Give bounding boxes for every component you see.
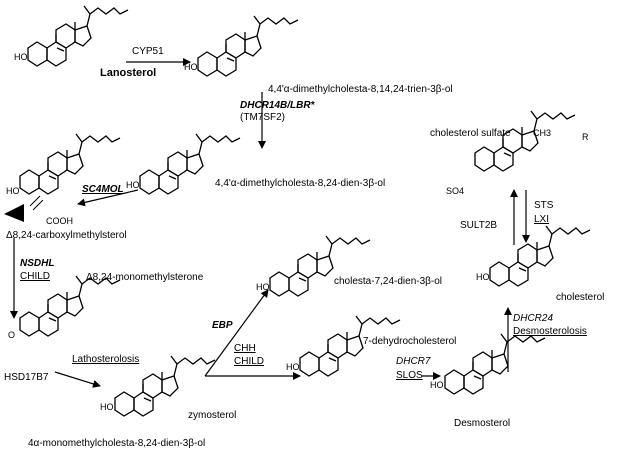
enzyme-dhcr7: DHCR7 <box>396 356 431 367</box>
atom-cooh: COOH <box>46 216 73 226</box>
enzyme-sts: STS <box>534 200 554 211</box>
cholesta724-structure <box>269 235 371 297</box>
enzyme-tm7sf2: (TM7SF2) <box>240 112 285 123</box>
cholesterol-sulfate-label: cholesterol sulfate <box>430 128 511 139</box>
atom-so4: SO4 <box>446 186 465 196</box>
enzyme-sc4mol: SC4MOL <box>82 184 124 195</box>
arrow-sc4mol <box>77 189 139 207</box>
desmosterol-label: Desmosterol <box>454 418 511 429</box>
stereo-wedge <box>4 204 24 222</box>
enzyme-nsdhl: NSDHL <box>20 258 55 269</box>
desmosterol-structure <box>444 333 546 395</box>
cholesterol-sulfate-structure <box>474 110 576 172</box>
enzyme-dhcr14b: DHCR14B/LBR* <box>240 100 315 111</box>
enzyme-cyp51: CYP51 <box>132 46 164 57</box>
atom-ho: HO <box>430 380 444 390</box>
atom-ch3: CH3 <box>533 128 552 138</box>
atom-ho: HO <box>6 186 20 196</box>
disorder-slos: SLOS <box>396 370 423 381</box>
arrow-ebp <box>204 289 269 377</box>
atom-ho: HO <box>184 62 198 72</box>
trienol-structure <box>197 15 299 77</box>
disorder-child-2: CHILD <box>234 356 265 367</box>
enzyme-sult2b: SULT2B <box>460 220 498 231</box>
monomethyldienol-label: 4α-monomethylcholesta-8,24-dien-3β-ol <box>28 438 206 449</box>
cholesta724-label: cholesta-7,24-dien-3β-ol <box>334 276 443 287</box>
disorder-chh: CHH <box>234 343 256 354</box>
lanosterol-label: Lanosterol <box>100 67 157 79</box>
disorder-child-1: CHILD <box>20 271 51 282</box>
lanosterol-structure <box>27 5 129 67</box>
disorder-lxi: LXI <box>534 214 550 225</box>
zymosterol-label: zymosterol <box>188 410 237 421</box>
atom-o: O <box>8 330 16 340</box>
hash-bond <box>29 195 41 207</box>
dhc7-label: 7-dehydrocholesterol <box>363 336 457 347</box>
dienol-label: 4,4'α-dimethylcholesta-8,24-dien-3β-ol <box>215 178 386 189</box>
atom-ho: HO <box>14 52 28 62</box>
enzyme-dhcr24: DHCR24 <box>513 313 554 324</box>
atom-r: R <box>582 132 589 142</box>
disorder-desmosterolosis: Desmosterolosis <box>513 326 587 337</box>
atom-ho: HO <box>256 282 270 292</box>
arrow-hsd17b7 <box>54 371 101 388</box>
atom-ho: HO <box>126 180 140 190</box>
monomethylsterone-structure <box>19 275 121 337</box>
atom-ho: HO <box>286 362 300 372</box>
cholesterol-label: cholesterol <box>556 292 605 303</box>
carboxymethylsterol-label: Δ8,24-carboxylmethylsterol <box>6 230 127 241</box>
disorder-lathosterolosis: Lathosterolosis <box>72 354 140 365</box>
cholesterol-structure <box>489 225 591 287</box>
monomethylsterone-label: Δ8,24-monomethylsterone <box>86 272 204 283</box>
zymosterol-structure <box>114 355 216 417</box>
trienol-label: 4,4'α-dimethylcholesta-8,14,24-trien-3β-… <box>268 84 453 95</box>
atom-ho: HO <box>100 402 114 412</box>
enzyme-hsd17b7: HSD17B7 <box>4 372 49 383</box>
enzyme-ebp: EBP <box>212 320 233 331</box>
atom-ho: HO <box>476 272 490 282</box>
